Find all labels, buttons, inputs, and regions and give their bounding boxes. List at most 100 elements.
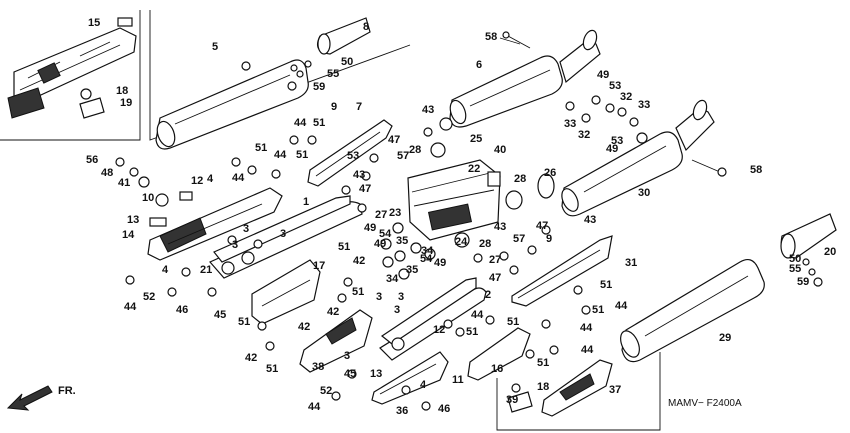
muffler-6 xyxy=(449,29,601,128)
muffler-cap-20 xyxy=(780,213,837,259)
gasket-10-12 xyxy=(155,191,193,207)
bolt-58-top xyxy=(502,31,531,49)
callout-label-19: 19 xyxy=(120,97,132,109)
callout-label-15: 15 xyxy=(88,17,100,29)
bolt-set-50-55-59 xyxy=(287,60,312,91)
callout-label-42: 42 xyxy=(298,321,310,333)
chamber-22 xyxy=(407,159,501,241)
callout-label-49: 49 xyxy=(364,222,376,234)
callout-label-4: 4 xyxy=(420,379,427,391)
callout-label-59: 59 xyxy=(313,81,325,93)
callout-label-28: 28 xyxy=(514,173,526,185)
callout-label-35: 35 xyxy=(406,264,418,276)
callout-label-4: 4 xyxy=(207,173,214,185)
protector-38 xyxy=(299,309,373,373)
callout-label-37: 37 xyxy=(609,384,621,396)
heat-shield-31 xyxy=(511,235,613,307)
callout-label-2: 2 xyxy=(485,289,491,301)
callout-label-44: 44 xyxy=(124,301,137,313)
callout-label-31: 31 xyxy=(625,257,637,269)
callout-label-51: 51 xyxy=(600,279,612,291)
callout-label-3: 3 xyxy=(398,291,404,303)
callout-label-13: 13 xyxy=(370,368,382,380)
callout-label-42: 42 xyxy=(353,255,365,267)
callout-label-51: 51 xyxy=(352,286,364,298)
callout-label-47: 47 xyxy=(489,272,501,284)
callout-label-11: 11 xyxy=(452,374,464,386)
muffler-30 xyxy=(561,99,715,217)
inset-border-top-left xyxy=(0,10,141,141)
callout-label-32: 32 xyxy=(620,91,632,103)
callout-label-27: 27 xyxy=(489,254,501,266)
callout-label-32: 32 xyxy=(578,129,590,141)
callout-label-44: 44 xyxy=(232,172,245,184)
callout-label-36: 36 xyxy=(396,405,408,417)
callout-label-49: 49 xyxy=(597,69,609,81)
callout-label-40: 40 xyxy=(494,144,506,156)
callout-label-44: 44 xyxy=(471,309,484,321)
callout-label-52: 52 xyxy=(143,291,155,303)
callout-label-27: 27 xyxy=(375,209,387,221)
callout-label-3: 3 xyxy=(376,291,382,303)
diagram-code: MAMV− F2400A xyxy=(668,398,742,409)
callout-label-55: 55 xyxy=(789,263,801,275)
callout-label-49: 49 xyxy=(374,238,386,250)
callout-label-9: 9 xyxy=(331,101,337,113)
callout-label-47: 47 xyxy=(536,220,548,232)
callout-label-35: 35 xyxy=(396,235,408,247)
muffler-29 xyxy=(620,258,765,363)
callout-label-29: 29 xyxy=(719,332,731,344)
callout-label-50: 50 xyxy=(789,253,801,265)
callout-label-43: 43 xyxy=(494,221,506,233)
callout-label-44: 44 xyxy=(615,300,628,312)
callout-label-45: 45 xyxy=(214,309,226,321)
callout-label-50: 50 xyxy=(341,56,353,68)
callout-label-20: 20 xyxy=(824,246,836,258)
callout-label-51: 51 xyxy=(466,326,478,338)
callout-label-44: 44 xyxy=(294,117,307,129)
front-direction-arrow xyxy=(6,385,53,411)
callout-label-3: 3 xyxy=(344,350,350,362)
callout-label-22: 22 xyxy=(468,163,480,175)
callout-label-51: 51 xyxy=(255,142,267,154)
callout-label-12: 12 xyxy=(433,324,445,336)
callout-label-26: 26 xyxy=(544,167,556,179)
inset-border-top-middle xyxy=(149,10,411,141)
callout-label-10: 10 xyxy=(142,192,154,204)
muffler-5 xyxy=(155,59,309,150)
callout-label-5: 5 xyxy=(212,41,218,53)
callout-label-3: 3 xyxy=(394,304,400,316)
callout-label-34: 34 xyxy=(386,273,399,285)
callout-label-46: 46 xyxy=(438,403,450,415)
inset-border-bottom-right xyxy=(496,352,661,431)
callout-label-42: 42 xyxy=(245,352,257,364)
callout-label-57: 57 xyxy=(513,233,525,245)
callout-label-14: 14 xyxy=(122,229,135,241)
callout-label-51: 51 xyxy=(238,316,250,328)
callout-label-54: 54 xyxy=(420,253,433,265)
callout-label-54: 54 xyxy=(379,228,392,240)
callout-label-43: 43 xyxy=(353,169,365,181)
callout-label-57: 57 xyxy=(397,150,409,162)
callout-label-44: 44 xyxy=(308,401,321,413)
callout-label-12: 12 xyxy=(191,175,203,187)
callout-label-42: 42 xyxy=(327,306,339,318)
callout-label-59: 59 xyxy=(797,276,809,288)
protector-17 xyxy=(251,259,321,325)
callout-label-21: 21 xyxy=(200,264,212,276)
cover-37 xyxy=(541,359,613,417)
heat-shield-15 xyxy=(7,17,137,119)
callout-label-48: 48 xyxy=(101,167,113,179)
callout-label-16: 16 xyxy=(491,363,503,375)
callout-label-43: 43 xyxy=(584,214,596,226)
callout-label-51: 51 xyxy=(313,117,325,129)
clip-18-39 xyxy=(507,383,533,413)
callout-label-43: 43 xyxy=(422,104,434,116)
callout-label-39: 39 xyxy=(506,394,518,406)
callout-label-46: 46 xyxy=(176,304,188,316)
callout-label-1: 1 xyxy=(303,196,309,208)
direction-label: FR. xyxy=(58,385,76,397)
callout-label-33: 33 xyxy=(564,118,576,130)
callout-label-24: 24 xyxy=(455,236,468,248)
